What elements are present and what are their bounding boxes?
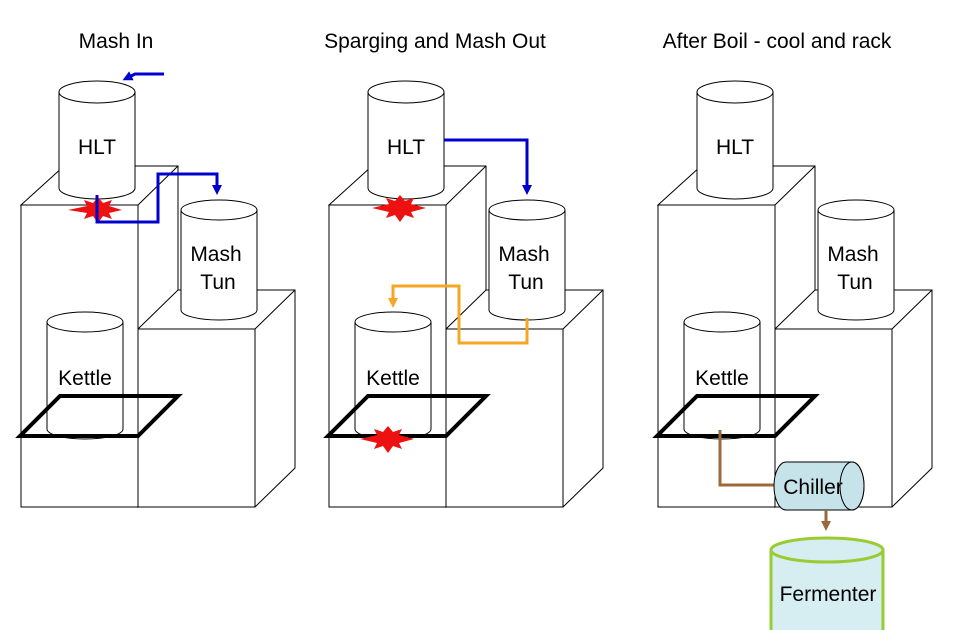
mash-label-line2: Tun — [837, 271, 872, 294]
panel-title-after-boil: After Boil - cool and rack — [663, 30, 892, 53]
mash-label-line1: Mash — [498, 243, 549, 266]
kettle-label: Kettle — [695, 367, 749, 390]
panel-mash-in: Mash In HLT Mash — [15, 30, 296, 509]
hlt-vessel: HLT — [58, 80, 136, 200]
mash-label-line2: Tun — [200, 271, 235, 294]
kettle-burner-flame-icon — [360, 426, 414, 453]
kettle-to-chiller-line — [718, 430, 778, 487]
hlt-label: HLT — [387, 136, 425, 159]
hlt-vessel: HLT — [367, 80, 445, 200]
chiller-vessel: Chiller — [773, 461, 865, 511]
kettle-burner-frame — [652, 394, 820, 438]
mash-label-line1: Mash — [827, 243, 878, 266]
fermenter-label: Fermenter — [780, 583, 877, 606]
hlt-to-mash-tun-arrow — [444, 138, 532, 195]
kettle-label: Kettle — [366, 367, 420, 390]
kettle-vessel: Kettle — [46, 311, 124, 440]
kettle-burner-frame — [15, 394, 183, 438]
mash-label-line1: Mash — [190, 243, 241, 266]
water-in-arrow — [122, 71, 164, 81]
mash-tun-stand — [137, 289, 296, 508]
mash-tun-to-kettle-arrow — [388, 284, 529, 345]
fermenter-vessel: Fermenter — [769, 536, 885, 630]
panel-title-sparging: Sparging and Mash Out — [324, 30, 546, 53]
panel-title-mash-in: Mash In — [79, 30, 154, 53]
mash-tun-vessel: Mash Tun — [180, 199, 258, 321]
kettle-vessel: Kettle — [354, 311, 432, 440]
kettle-burner-frame — [323, 394, 491, 438]
kettle-vessel: Kettle — [683, 311, 761, 440]
mash-tun-vessel: Mash Tun — [488, 199, 566, 321]
panel-after-boil: After Boil - cool and rack HLT Mash — [652, 30, 933, 630]
kettle-label: Kettle — [58, 367, 112, 390]
hlt-to-mash-tun-arrow — [95, 172, 222, 224]
mash-tun-vessel: Mash Tun — [817, 199, 895, 321]
hlt-burner-flame-icon — [68, 197, 122, 223]
mash-label-line2: Tun — [508, 271, 543, 294]
mash-tun-stand — [445, 289, 604, 508]
panel-sparging: Sparging and Mash Out HLT Mash Tun — [323, 30, 604, 509]
hlt-label: HLT — [78, 136, 116, 159]
chiller-label: Chiller — [783, 476, 843, 499]
hlt-label: HLT — [716, 136, 754, 159]
hlt-burner-flame-icon — [372, 195, 426, 222]
hlt-vessel: HLT — [696, 80, 774, 200]
